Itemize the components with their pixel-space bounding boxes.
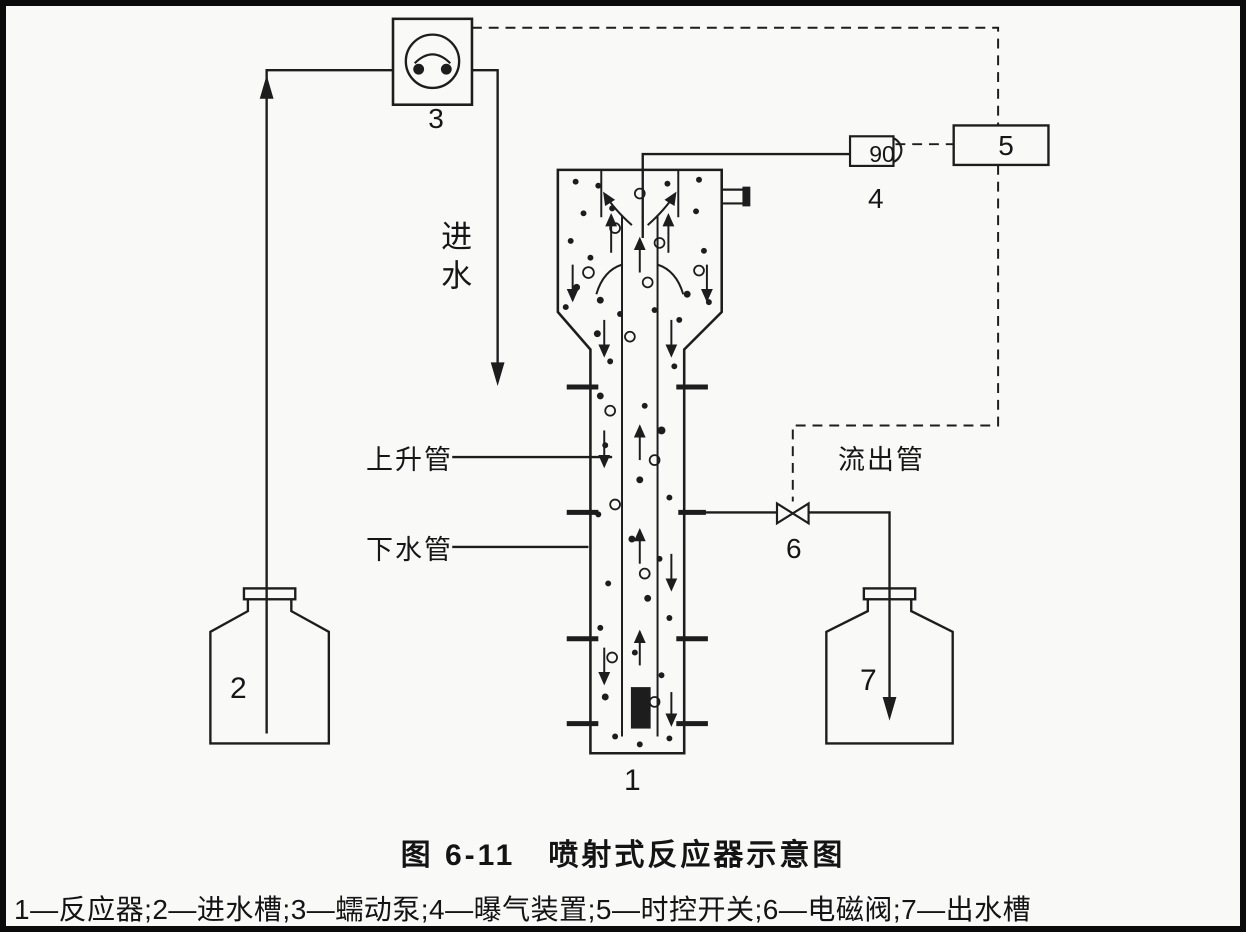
inlet-tank-2 (209, 587, 331, 745)
figure-caption: 图 6-11 喷射式反应器示意图 (400, 839, 846, 872)
outlet-tank-7 (825, 587, 954, 745)
downcomer-pipe-label: 下水管 (366, 535, 453, 565)
solenoid-valve-6 (775, 501, 810, 526)
pump-3 (391, 17, 474, 106)
flow-arrows (566, 191, 713, 727)
reactor-number-label: 1 (624, 764, 641, 797)
bubbles (562, 176, 712, 748)
control-dashed-lines (471, 26, 1000, 502)
valve-number-label: 6 (786, 533, 802, 564)
riser-pipe-label: 上升管 (366, 445, 453, 475)
timer-box-5 (952, 124, 1050, 167)
aeration-meter-4 (848, 135, 903, 167)
reactor-1 (556, 168, 751, 755)
figure-legend: 1—反应器;2—进水槽;3—蠕动泵;4—曝气装置;5—时控开关;6—电磁阀;7—… (14, 894, 1032, 925)
pump-number-label: 3 (428, 103, 444, 134)
diagram-svg (209, 17, 1050, 755)
outlet-tank-number-label: 7 (860, 664, 877, 697)
outflow-pipe-label: 流出管 (838, 445, 925, 475)
inlet-water-label: 进水 (436, 220, 472, 298)
timer-number-label: 5 (998, 130, 1014, 161)
pointer-lines (452, 455, 613, 549)
meter-value: 90 (869, 141, 895, 167)
piping-lines (265, 68, 891, 734)
inlet-tank-number-label: 2 (230, 672, 247, 705)
pipe-flow-arrowheads (259, 75, 897, 721)
aerator-number-label: 4 (868, 183, 884, 214)
